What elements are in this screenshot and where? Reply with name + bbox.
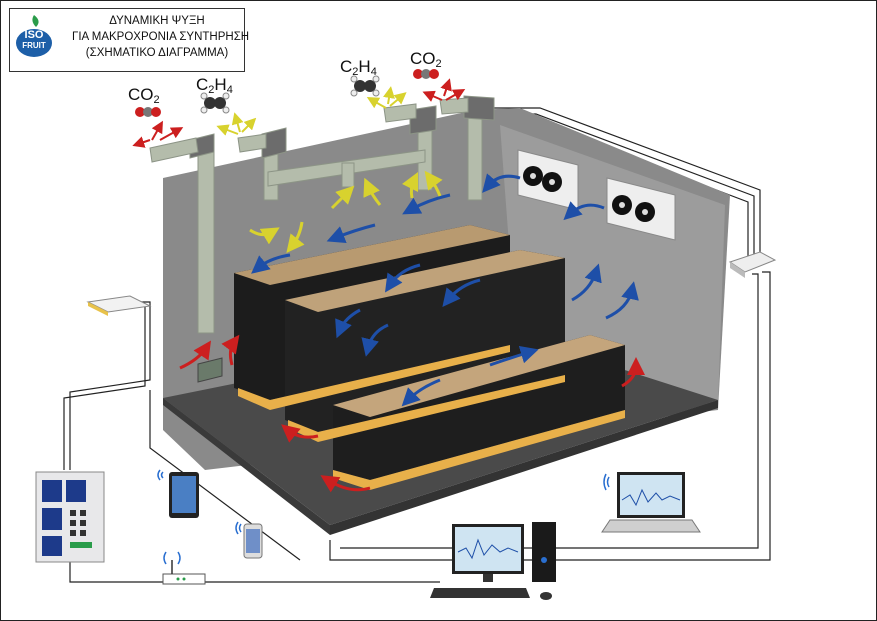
title-line-1: ΔΥΝΑΜΙΚΗ ΨΥΞΗ	[109, 15, 205, 27]
iso-fruit-logo: ISO FRUIT	[14, 13, 54, 67]
gas-label-co2-left: CO2	[128, 85, 160, 106]
logo-text-top: ISO	[24, 29, 44, 41]
ventilation-pipes	[149, 95, 495, 334]
laptop-icon	[601, 472, 701, 533]
gas-label-c2h4-right: C2H4	[340, 57, 377, 78]
cold-air-flow	[251, 173, 639, 407]
ethylene-molecule-icon	[200, 92, 230, 114]
gas-label-c2h4-left: C2H4	[196, 75, 233, 96]
hot-air-flow	[179, 334, 645, 493]
gas-label-co2-right: CO2	[410, 49, 442, 70]
smartphone-icon	[243, 523, 263, 559]
control-panel-icon	[35, 471, 105, 563]
logo-text-bottom: FRUIT	[22, 41, 46, 50]
title-line-2: ΓΙΑ ΜΑΚΡΟΧΡΟΝΙΑ ΣΥΝΤΗΡΗΣΗ	[72, 31, 250, 43]
gas-exhaust-arrows	[132, 78, 466, 148]
title-line-3: (ΣΧΗΜΑΤΙΚΟ ΔΙΑΓΡΑΜΜΑ)	[85, 47, 229, 59]
wifi-signal-icon	[157, 469, 164, 481]
wifi-signal-icon	[235, 521, 242, 535]
network-hub-icon	[728, 251, 777, 278]
warm-air-flow	[249, 170, 443, 254]
wifi-signal-icon	[603, 473, 610, 491]
co2-molecule-icon	[135, 107, 161, 117]
produce-crate-stacks	[234, 225, 625, 490]
network-hub-icon	[86, 295, 152, 316]
ethylene-molecule-icon	[350, 75, 380, 97]
evaporator-fan-icon	[517, 149, 579, 211]
tablet-icon	[169, 472, 199, 518]
desktop-computer-icon	[430, 522, 556, 600]
wifi-router-icon	[162, 560, 206, 585]
co2-molecule-icon	[413, 69, 439, 79]
wifi-signal-icon	[163, 551, 181, 565]
evaporator-fan-icon	[606, 177, 676, 241]
room-sensor-box	[197, 357, 223, 383]
title-box: ISO FRUIT ΔΥΝΑΜΙΚΗ ΨΥΞΗ ΓΙΑ ΜΑΚΡΟΧΡΟΝΙΑ …	[9, 8, 250, 72]
logo-leaf-icon	[16, 15, 52, 57]
